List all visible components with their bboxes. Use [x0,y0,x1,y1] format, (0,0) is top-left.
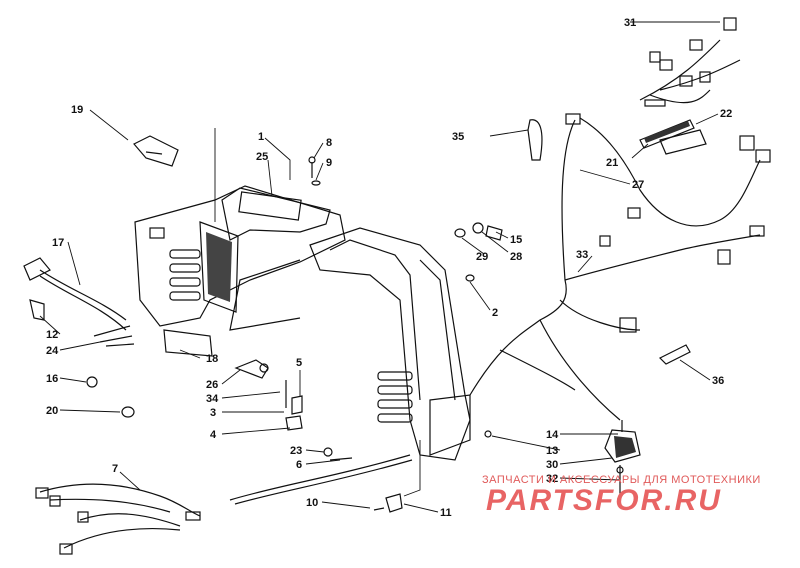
hood-vents-left [169,249,201,301]
bracket-35 [527,119,543,161]
regulator-30 [484,420,641,495]
callout-10: 10 [306,497,318,509]
callout-32: 32 [546,473,558,485]
callout-16: 16 [46,373,58,385]
side-panel [229,227,471,461]
callout-4: 4 [210,429,217,441]
callout-5: 5 [296,357,302,369]
leader-lines [39,21,720,513]
callout-18: 18 [206,353,218,365]
callout-19: 19 [71,104,83,116]
callout-34: 34 [206,393,219,405]
callout-28: 28 [510,251,522,263]
callout-8: 8 [326,137,332,149]
callout-26: 26 [206,379,218,391]
callout-27: 27 [632,179,644,191]
callouts: 19 1 25 8 9 35 31 22 21 27 15 28 29 2 33… [46,17,732,519]
watermark-logo: PARTSFOR.RU [486,484,722,517]
callout-15: 15 [510,234,522,246]
callout-30: 30 [546,459,558,471]
harness-7 [35,483,201,555]
callout-36: 36 [712,375,724,387]
side-vents [377,371,413,423]
clip-36 [658,344,691,365]
callout-22: 22 [720,108,732,120]
throttle-cable [229,359,413,513]
callout-3: 3 [210,407,216,419]
callout-2: 2 [492,307,498,319]
watermark-tagline: ЗАПЧАСТИ И АКСЕССУАРЫ ДЛЯ МОТОТЕХНИКИ [482,474,761,486]
console-hood [134,185,346,327]
callout-9: 9 [326,157,332,169]
callout-1: 1 [258,131,264,143]
main-harness-27 [469,113,771,421]
callout-29: 29 [476,251,488,263]
callout-25: 25 [256,151,268,163]
callout-13: 13 [546,445,558,457]
callout-17: 17 [52,237,64,249]
switch-cable-17 [23,257,213,418]
callout-7: 7 [112,463,118,475]
callout-20: 20 [46,405,58,417]
harness-31 [639,17,741,107]
callout-23: 23 [290,445,302,457]
lens-19 [133,135,179,167]
callout-24: 24 [46,345,59,357]
fasteners-right [308,156,503,282]
callout-35: 35 [452,131,464,143]
callout-21: 21 [606,157,618,169]
part-21-22 [639,119,707,155]
callout-12: 12 [46,329,58,341]
callout-11: 11 [440,507,452,519]
callout-31: 31 [624,17,636,29]
callout-6: 6 [296,459,302,471]
callout-14: 14 [546,429,559,441]
callout-33: 33 [576,249,588,261]
